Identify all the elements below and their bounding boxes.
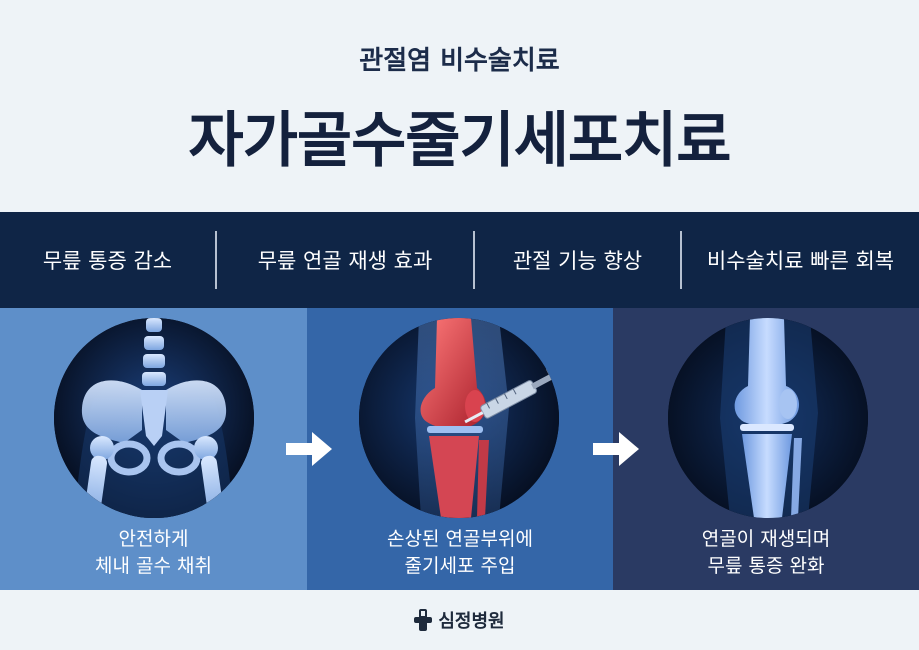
caption-line: 줄기세포 주입 <box>404 555 516 577</box>
pelvis-xray-image <box>54 318 254 518</box>
hospital-logo-icon <box>414 609 433 631</box>
caption-line: 손상된 연골부위에 <box>387 528 533 550</box>
caption-line: 연골이 재생되며 <box>701 528 831 550</box>
benefit-divider <box>473 231 475 289</box>
caption-line: 체내 골수 채취 <box>95 555 212 577</box>
knee-injection-image <box>359 318 559 518</box>
knee-injection-icon <box>359 318 559 518</box>
benefit-bar: 무릎 통증 감소 무릎 연골 재생 효과 관절 기능 향상 비수술치료 빠른 회… <box>0 212 919 308</box>
step-panel-2: 손상된 연골부위에 줄기세포 주입 <box>307 308 613 590</box>
step-panel-3: 연골이 재생되며 무릎 통증 완화 <box>613 308 919 590</box>
arrow-right-icon <box>593 432 639 466</box>
benefit-item: 무릎 연골 재생 효과 <box>257 249 433 273</box>
hospital-name: 심정병원 <box>438 611 505 632</box>
step-caption-2: 손상된 연골부위에 줄기세포 주입 <box>307 526 613 580</box>
healthy-knee-icon <box>668 318 868 518</box>
benefit-item: 무릎 통증 감소 <box>42 249 173 273</box>
arrow-right-icon <box>286 432 332 466</box>
benefit-divider <box>680 231 682 289</box>
footer: 심정병원 <box>0 603 919 637</box>
benefit-item: 비수술치료 빠른 회복 <box>706 249 895 273</box>
step-caption-1: 안전하게 체내 골수 채취 <box>0 526 307 580</box>
process-steps: 안전하게 체내 골수 채취 <box>0 308 919 590</box>
healthy-knee-image <box>668 318 868 518</box>
step-caption-3: 연골이 재생되며 무릎 통증 완화 <box>613 526 919 580</box>
benefit-item: 관절 기능 향상 <box>512 249 643 273</box>
benefit-divider <box>215 231 217 289</box>
caption-line: 무릎 통증 완화 <box>707 555 825 577</box>
step-panel-1: 안전하게 체내 골수 채취 <box>0 308 307 590</box>
caption-line: 안전하게 <box>118 528 189 550</box>
page-title: 자가골수줄기세포치료 <box>188 106 732 176</box>
pelvis-icon <box>54 318 254 518</box>
page-subtitle: 관절염 비수술치료 <box>359 46 560 76</box>
